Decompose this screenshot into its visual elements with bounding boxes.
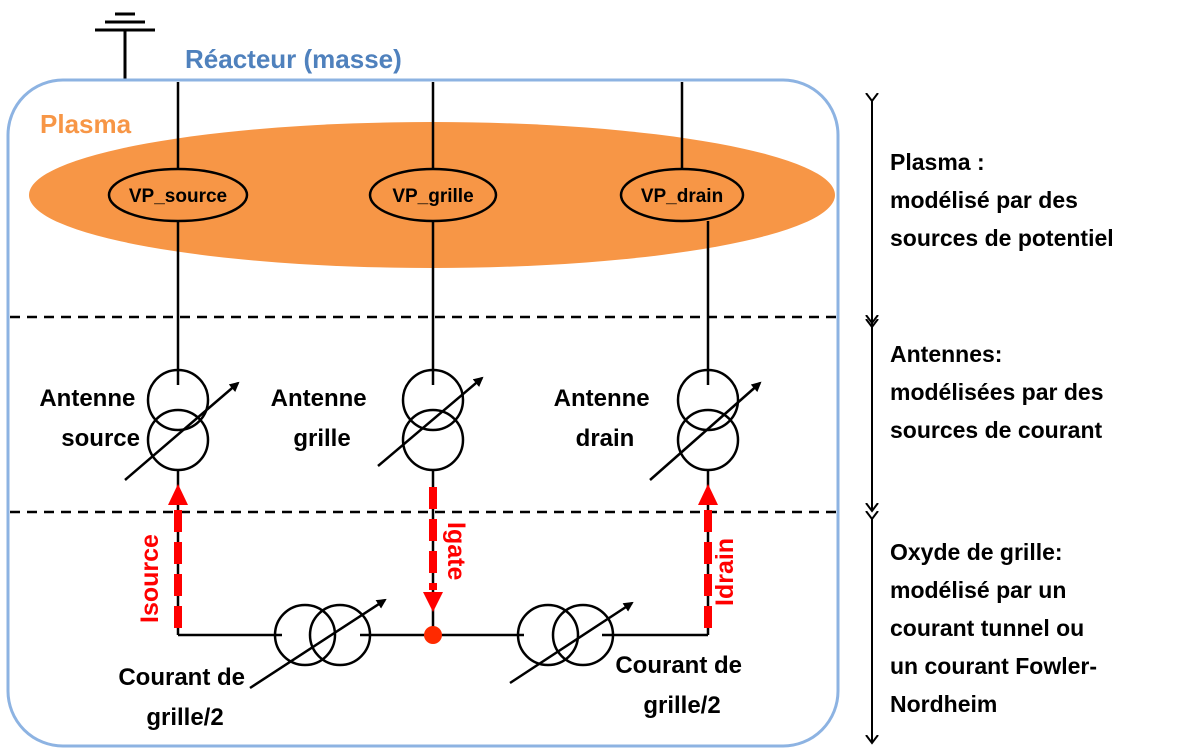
current-source-antenne-drain: [649, 368, 762, 481]
gate-node: [424, 626, 442, 644]
gate-current-left-label: Courant de grille/2: [118, 664, 251, 731]
igate-label: Igate: [442, 522, 470, 580]
current-source-gate-left: [249, 598, 387, 690]
antenna-gate-label: Antenne grille: [271, 385, 374, 452]
current-arrow-idrain: [698, 484, 718, 628]
vp-drain-label: VP_drain: [641, 186, 723, 207]
current-source-antenne-grille: [377, 368, 484, 472]
idrain-label: Idrain: [711, 538, 739, 606]
plasma-label: Plasma: [40, 109, 132, 139]
plasma-ellipse: [29, 122, 835, 268]
vp-grille-label: VP_grille: [392, 186, 473, 207]
vp-source-label: VP_source: [129, 186, 227, 207]
current-arrow-igate: [423, 487, 443, 612]
current-arrow-isource: [168, 484, 188, 628]
note-antennas: Antennes: modélisées par des sources de …: [890, 341, 1110, 443]
reactor-boundary: [6, 78, 840, 748]
potential-source-vp-drain: VP_drain: [619, 167, 745, 223]
note-plasma: Plasma : modélisé par des sources de pot…: [890, 149, 1114, 251]
isource-label: Isource: [136, 534, 164, 623]
gate-current-right-label: Courant de grille/2: [615, 652, 748, 719]
ground-icon: [95, 12, 155, 80]
current-source-gate-right: [509, 601, 634, 685]
reactor-label: Réacteur (masse): [185, 44, 402, 74]
antenna-drain-label: Antenne drain: [554, 385, 657, 452]
note-oxide: Oxyde de grille: modélisé par un courant…: [890, 539, 1103, 717]
antenna-source-label: Antenne source: [39, 385, 142, 452]
